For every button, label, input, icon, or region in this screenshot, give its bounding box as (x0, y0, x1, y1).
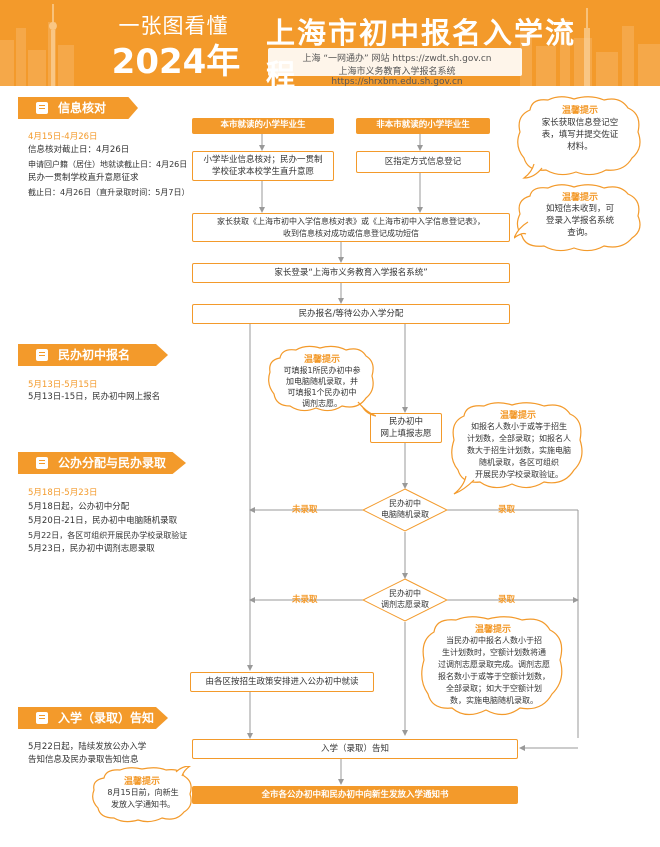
tip-2-title: 温馨提示 (561, 193, 598, 203)
notice-box: 入学（录取）告知 (192, 739, 518, 759)
admitted-label-1: 录取 (498, 505, 516, 515)
tip-cloud-1 (517, 96, 641, 179)
page-title: 上海市初中报名入学流程 (266, 16, 577, 86)
website-box (268, 48, 522, 76)
choose-box: 民办报名/等待公办入学分配 (192, 304, 510, 324)
s3-line-2: 5月20日-21日，民办初中电脑随机录取 (28, 516, 178, 526)
verify-box: 家长获取《上海市初中入学信息核对表》或《上海市初中入学信息登记表》， 收到信息核… (192, 213, 510, 242)
nonlocal-graduate-box: 非本市就读的小学毕业生 (356, 118, 490, 134)
adjust-label: 民办初中 调剂志愿录取 (381, 589, 429, 609)
document-icon (36, 712, 48, 724)
s3-line-4: 5月23日，民办初中调剂志愿录取 (28, 544, 155, 554)
document-icon (36, 349, 48, 361)
s1-date: 4月15日-4月26日 (28, 132, 98, 142)
s1-line-2: 申请回户籍（居住）地就读截止日：4月26日 (28, 160, 188, 169)
tip-cloud-5 (421, 616, 563, 716)
tip-2-body: 如短信未收到，可 登录入学报名系统 查询。 (545, 204, 614, 238)
section-header-info-check: 信息核对 (18, 97, 138, 119)
title-year: 2024年 (111, 42, 241, 82)
tip-6-title: 温馨提示 (123, 777, 160, 787)
lottery-diamond (362, 488, 448, 532)
tip-4-body: 如报名人数小于或等于招生 计划数，全部录取；如报名人 数大于招生计划数，实施电脑… (467, 422, 571, 479)
tip-cloud-6 (92, 766, 192, 823)
public-assign-box: 由各区按招生政策安排进入公办初中就读 (190, 672, 374, 692)
s4-line-1: 5月22日起，陆续发放公办入学 (28, 742, 147, 752)
adjust-diamond (362, 578, 448, 622)
tip-3-title: 温馨提示 (303, 355, 340, 365)
admitted-label-2: 录取 (498, 595, 516, 605)
tip-5-title: 温馨提示 (474, 625, 511, 635)
s4-line-2: 告知信息及民办录取告知信息 (28, 755, 139, 765)
s3-line-1: 5月18日起，公办初中分配 (28, 502, 130, 512)
tip-cloud-2 (514, 184, 641, 252)
login-box: 家长登录“上海市义务教育入学报名系统” (192, 263, 510, 283)
s1-line-4: 截止日：4月26日（直升录取时间：5月7日） (28, 188, 190, 197)
tip-6-body: 8月15日前，向新生 发放入学通知书。 (107, 788, 179, 809)
tip-cloud-3 (268, 345, 376, 417)
website-link-1[interactable]: 上海 “一网通办” 网站 https://zwdt.sh.gov.cn (302, 54, 492, 64)
s3-date: 5月18日-5月23日 (28, 488, 98, 498)
skyline-illustration (0, 4, 660, 86)
document-icon (36, 102, 48, 114)
local-graduate-box: 本市就读的小学毕业生 (192, 118, 334, 134)
tip-4-title: 温馨提示 (499, 411, 536, 421)
nonlocal-step-box: 区指定方式信息登记 (356, 151, 490, 173)
not-admitted-label-1: 未录取 (292, 505, 318, 515)
local-step-box: 小学毕业信息核对；民办一贯制 学校征求本校学生直升意愿 (192, 151, 334, 181)
tip-1-body: 家长获取信息登记空 表，填写并提交佐证 材料。 (541, 118, 619, 152)
s3-line-3: 5月22日，各区可组织开展民办学校录取验证 (28, 531, 188, 540)
not-admitted-label-2: 未录取 (292, 595, 318, 605)
lottery-label: 民办初中 电脑随机录取 (381, 499, 429, 519)
s2-date: 5月13日-5月15日 (28, 380, 98, 390)
tip-5-body: 当民办初中报名人数小于招 生计划数时，空额计划数将通 过调剂志愿录取完成。调剂志… (438, 636, 550, 705)
section-header-private-apply: 民办初中报名 (18, 344, 168, 366)
s1-line-1: 信息核对截止日：4月26日 (28, 145, 130, 155)
tip-cloud-4 (451, 402, 583, 495)
private-apply-box: 民办初中 网上填报志愿 (370, 413, 442, 443)
header-banner: 一张图看懂 2024年 上海市初中报名入学流程 上海 “一网通办” 网站 htt… (0, 0, 660, 86)
s2-line-1: 5月13日-15日，民办初中网上报名 (28, 392, 161, 402)
final-notice-box: 全市各公办初中和民办初中向新生发放入学通知书 (192, 786, 518, 804)
tip-3-body: 可填报1所民办初中参 加电脑随机录取，并 可填报1个民办初中 调剂志愿。 (283, 366, 361, 408)
title-line1: 一张图看懂 (118, 14, 229, 38)
section-header-public-private: 公办分配与民办录取 (18, 452, 186, 474)
tip-1-title: 温馨提示 (561, 106, 598, 116)
s1-line-3: 民办一贯制学校直升意愿征求 (28, 173, 139, 183)
document-icon (36, 457, 48, 469)
section-header-notice: 入学（录取）告知 (18, 707, 168, 729)
website-link-2[interactable]: 上海市义务教育入学报名系统 https://shrxbm.edu.sh.gov.… (331, 67, 463, 86)
